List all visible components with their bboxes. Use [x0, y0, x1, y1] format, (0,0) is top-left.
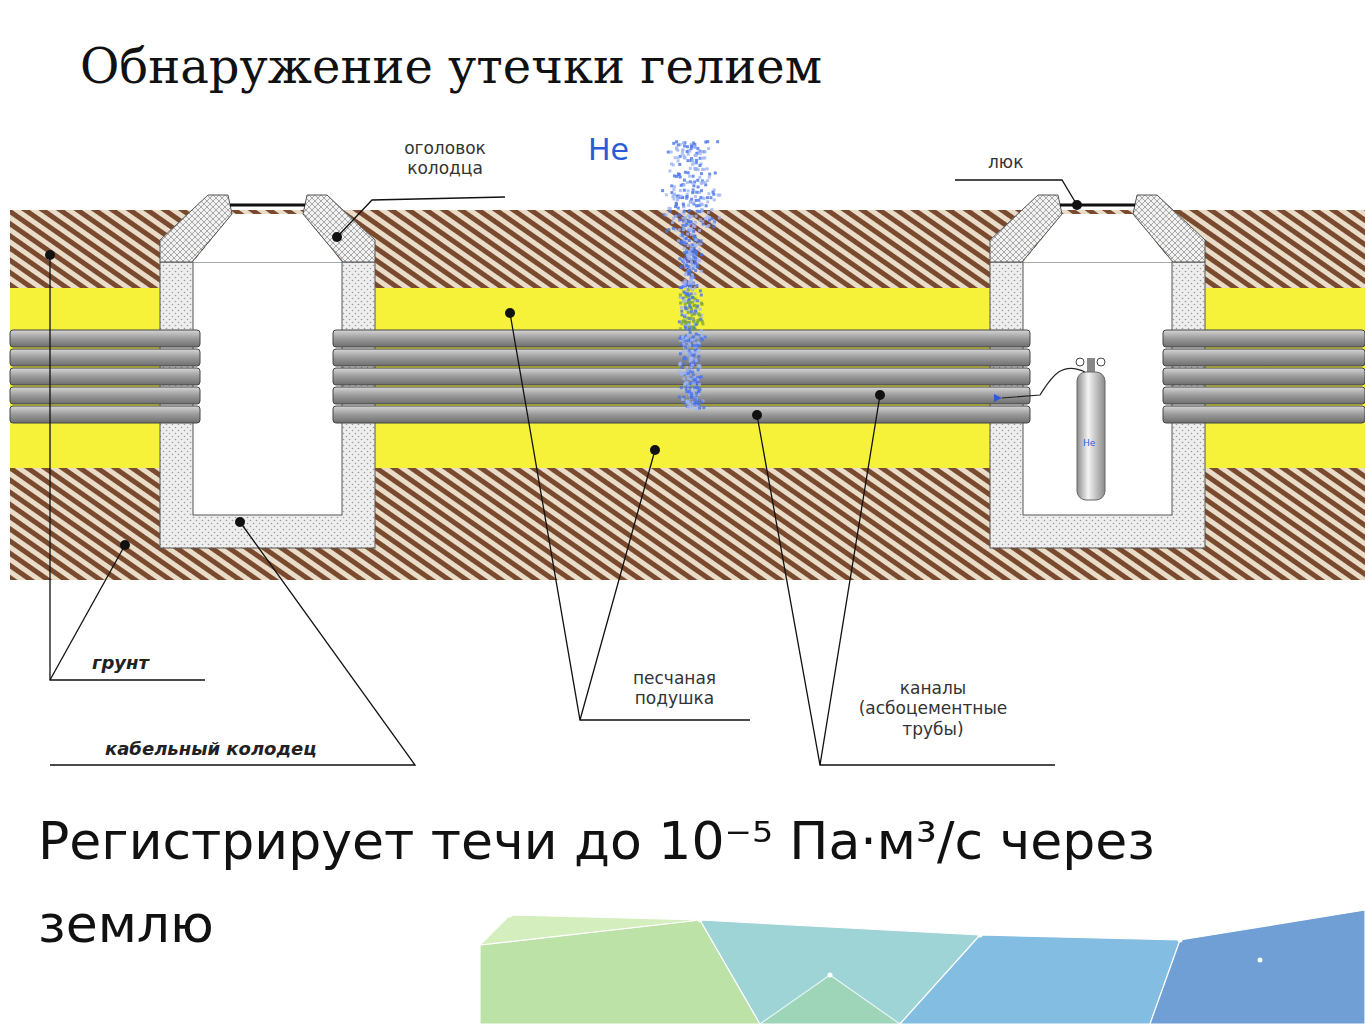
cement-pipe [333, 406, 1030, 423]
cement-pipe [1163, 330, 1365, 347]
helium-cloud [661, 140, 721, 411]
soil-layer [10, 210, 1365, 580]
part-label: каналы (асбоцементные трубы) [848, 678, 1018, 739]
layer-label: грунт [92, 652, 149, 674]
helium-cylinder [994, 358, 1105, 500]
cement-pipe [1163, 349, 1365, 366]
part-label: оголовок колодца [385, 138, 505, 179]
cement-pipe [10, 406, 200, 423]
cement-pipe [10, 368, 200, 385]
cement-pipe [333, 349, 1030, 366]
cement-pipe [1163, 387, 1365, 404]
layer-label: песчаная подушка [612, 668, 737, 709]
leader-lines [45, 180, 1082, 765]
cement-pipe [1163, 406, 1365, 423]
cement-pipe [333, 387, 1030, 404]
part-label: кабельный колодец [105, 738, 317, 760]
cement-pipe [10, 349, 200, 366]
slide-title: Обнаружение утечки гелием [80, 38, 822, 94]
cement-pipe [333, 368, 1030, 385]
decorative-mesh [480, 910, 1365, 1024]
cement-pipe [10, 387, 200, 404]
manhole-cover [230, 204, 305, 207]
cement-pipe [1163, 368, 1365, 385]
cement-pipe [333, 330, 1030, 347]
manhole-cover [1060, 204, 1135, 207]
part-label: люк [988, 152, 1023, 172]
cement-pipe [10, 330, 200, 347]
gas-label: He [1083, 438, 1095, 449]
slide-caption: Регистрирует течи до 10⁻⁵ Па·м³/с через … [38, 800, 1188, 966]
gas-label: He [588, 132, 629, 168]
